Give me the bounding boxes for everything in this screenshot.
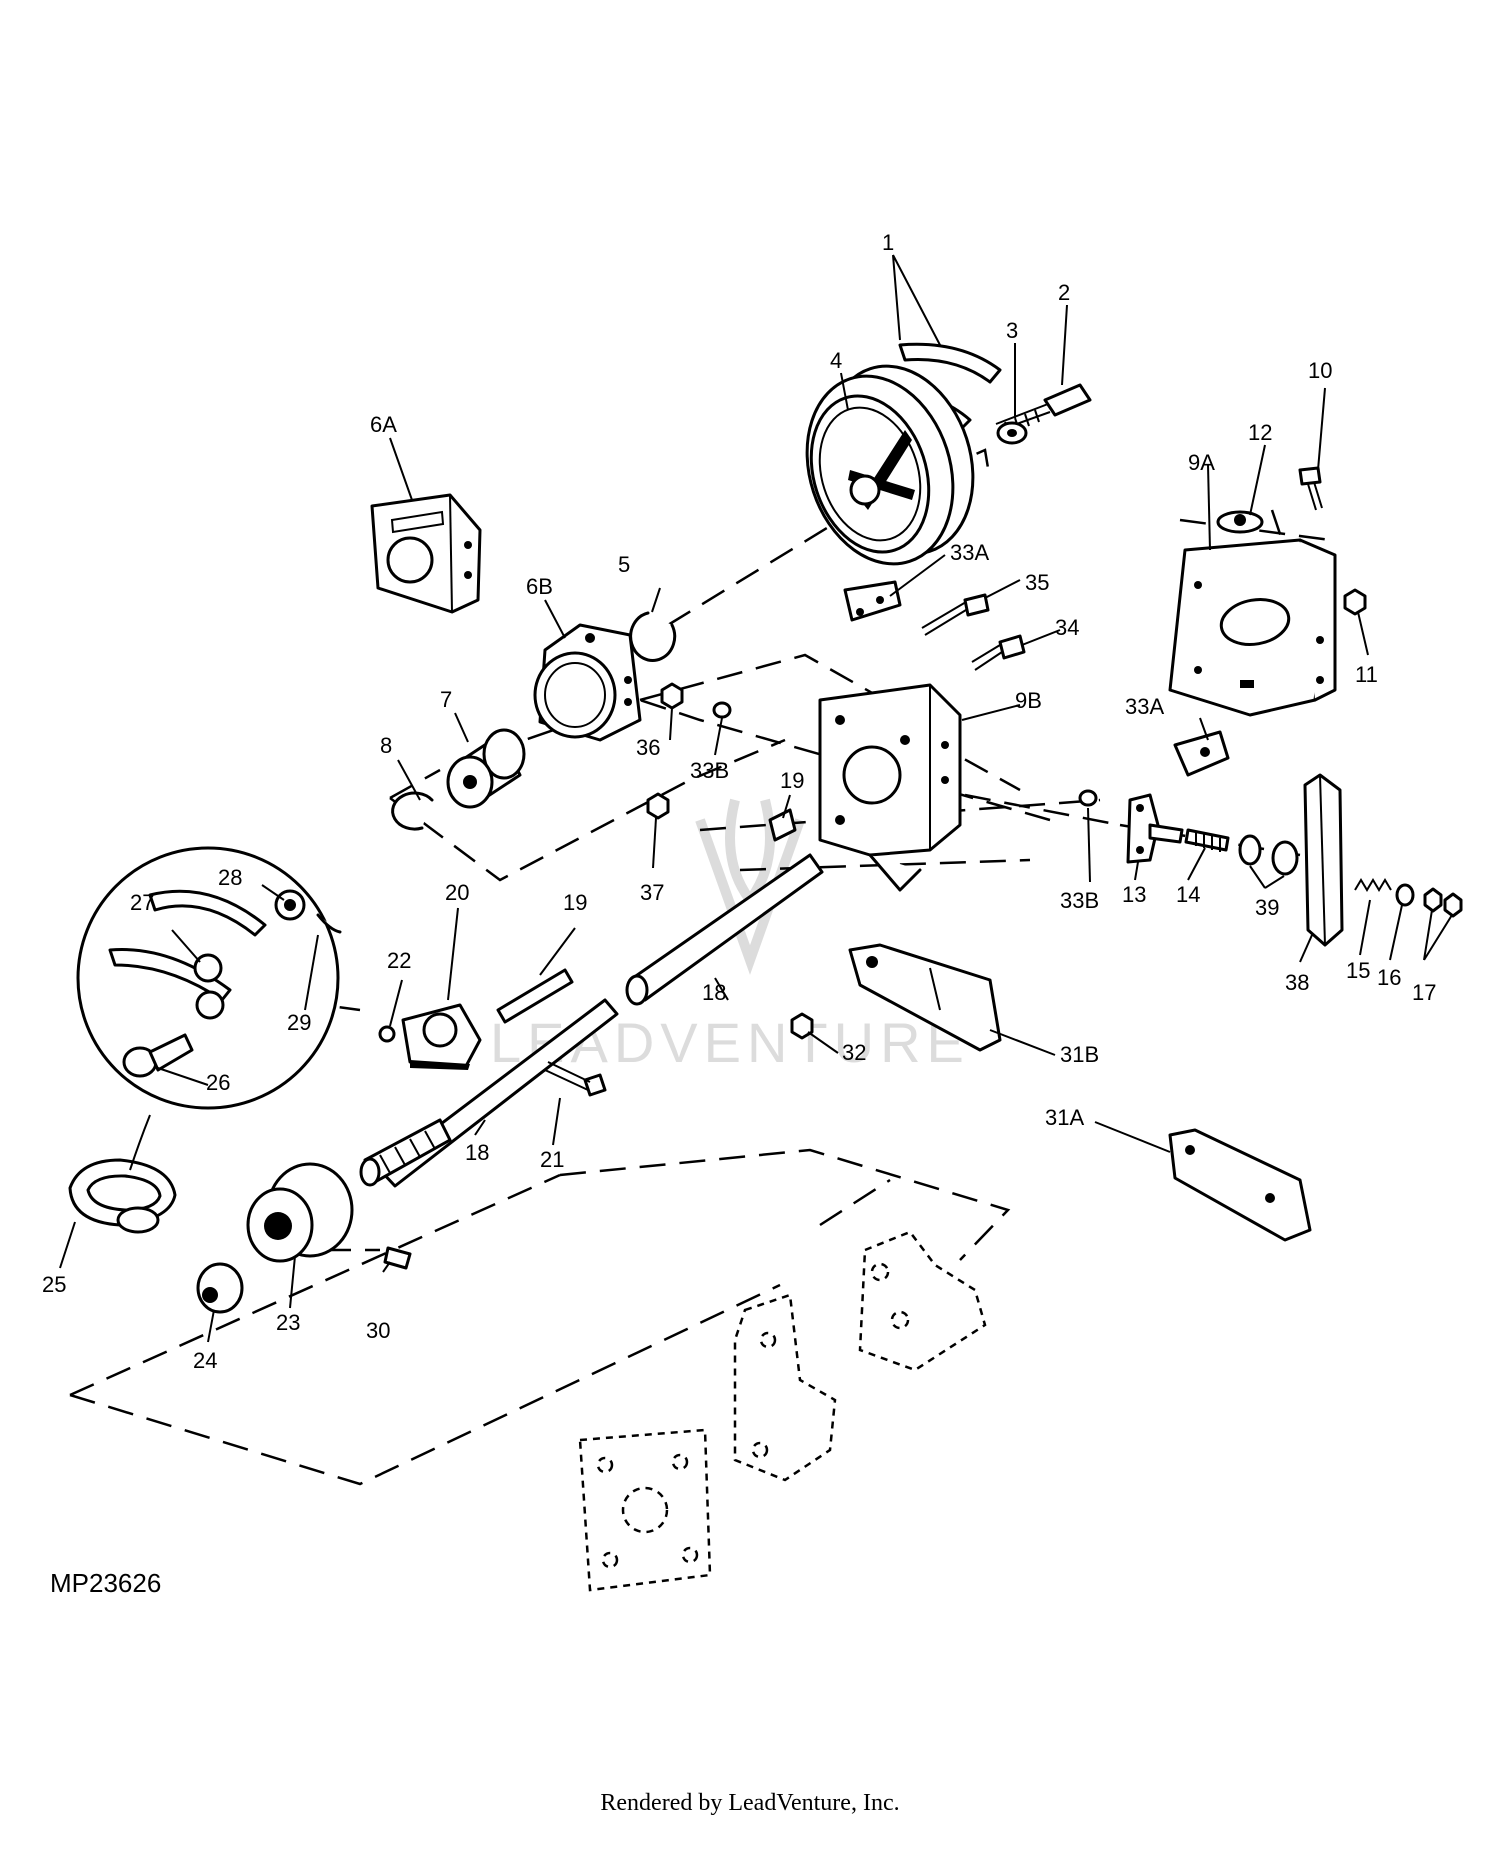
callout-13: 13 [1122,882,1146,907]
callout-16: 16 [1377,965,1401,990]
callout-2: 2 [1058,280,1070,305]
callout-38: 38 [1285,970,1309,995]
washer-33b [712,701,732,719]
callout-1: 1 [882,230,894,255]
pillow-block-20 [401,1003,482,1070]
key-19-upper [768,808,797,842]
drive-pulley [805,364,975,566]
callout-31a: 31A [1045,1105,1084,1130]
mounting-plate-33a-lower [1173,730,1230,777]
callout-11: 11 [1355,662,1378,687]
nut-22 [378,1025,396,1043]
callout-10: 10 [1308,358,1332,383]
bearing-housing-6a [370,493,482,614]
figure-id: MP23626 [50,1568,162,1598]
spring-15 [1354,878,1392,892]
callout-6b: 6B [526,574,553,599]
callout-6a: 6A [370,412,397,437]
bushing-7 [446,728,526,809]
callout-14: 14 [1176,882,1200,907]
callout-17: 17 [1412,980,1436,1005]
support-bracket-9b [818,683,962,892]
pulley-washer [996,421,1028,445]
bracket-12 [1216,510,1264,534]
drive-shaft-lower [359,998,619,1188]
callout-9a: 9A [1188,450,1215,475]
set-screw-30 [383,1246,412,1270]
callout-4: 4 [830,348,842,373]
reference-frame-parts [578,1230,987,1592]
bushing-24 [196,1262,244,1314]
belt-clamp-25 [68,1158,177,1234]
lever-38 [1303,773,1344,947]
callout-7: 7 [440,687,452,712]
callout-33a-lower: 33A [1125,694,1164,719]
callout-36: 36 [636,735,660,760]
callout-5: 5 [618,552,630,577]
callout-15: 15 [1346,958,1370,983]
nut-37 [646,792,670,820]
callout-8: 8 [380,733,392,758]
callout-18-upper: 18 [702,980,726,1005]
callout-27: 27 [130,890,154,915]
callout-12: 12 [1248,420,1272,445]
bolt-21 [544,1061,607,1097]
callout-29: 29 [287,1010,311,1035]
callout-labels: 1 2 3 4 5 6A 6B 7 8 9A 9B 10 11 12 13 14… [42,230,1436,1373]
callout-9b: 9B [1015,688,1042,713]
key-19-lower [496,968,574,1024]
collar-23 [246,1162,354,1263]
callout-33a-upper: 33A [950,540,989,565]
bolt-35 [921,593,990,636]
callout-23: 23 [276,1310,300,1335]
washer-33b-right [1078,789,1098,807]
callout-28: 28 [218,865,242,890]
cover-plate-9a [1168,538,1337,717]
bracket-13 [1126,793,1184,864]
callout-33b-right: 33B [1060,888,1099,913]
nuts-17 [1423,887,1463,918]
callout-37: 37 [640,880,664,905]
stud-14 [1184,828,1230,852]
callout-19-upper: 19 [780,768,804,793]
link-arm-31a [1168,1128,1312,1242]
callout-3: 3 [1006,318,1018,343]
clip-8 [391,791,434,831]
callout-21: 21 [540,1147,564,1172]
callout-33b-left: 33B [690,758,729,783]
callout-31b: 31B [1060,1042,1099,1067]
callout-34: 34 [1055,615,1079,640]
callout-39: 39 [1255,895,1279,920]
rendered-by-footer: Rendered by LeadVenture, Inc. [600,1790,900,1816]
callout-35: 35 [1025,570,1049,595]
callout-25: 25 [42,1272,66,1297]
bearing-housing-6b [533,623,642,742]
callout-24: 24 [193,1348,217,1373]
bolt-10 [1298,466,1323,511]
detail-view-circle [76,846,342,1171]
bolt-34 [971,634,1026,671]
washers-39 [1238,834,1299,876]
callout-19-lower: 19 [563,890,587,915]
link-arm-31b [848,943,1002,1052]
callout-leaders [59,254,1453,1343]
nut-11 [1343,588,1367,616]
nut-32 [790,1012,814,1040]
drive-shaft-upper [625,853,824,1006]
callout-18-lower: 18 [465,1140,489,1165]
callout-26: 26 [206,1070,230,1095]
washer-16 [1395,883,1415,907]
callout-22: 22 [387,948,411,973]
callout-32: 32 [842,1040,866,1065]
nut-36 [660,682,684,710]
snap-ring-5 [629,611,677,662]
callout-20: 20 [445,880,469,905]
callout-30: 30 [366,1318,390,1343]
mounting-plate-33a-upper [843,580,902,622]
